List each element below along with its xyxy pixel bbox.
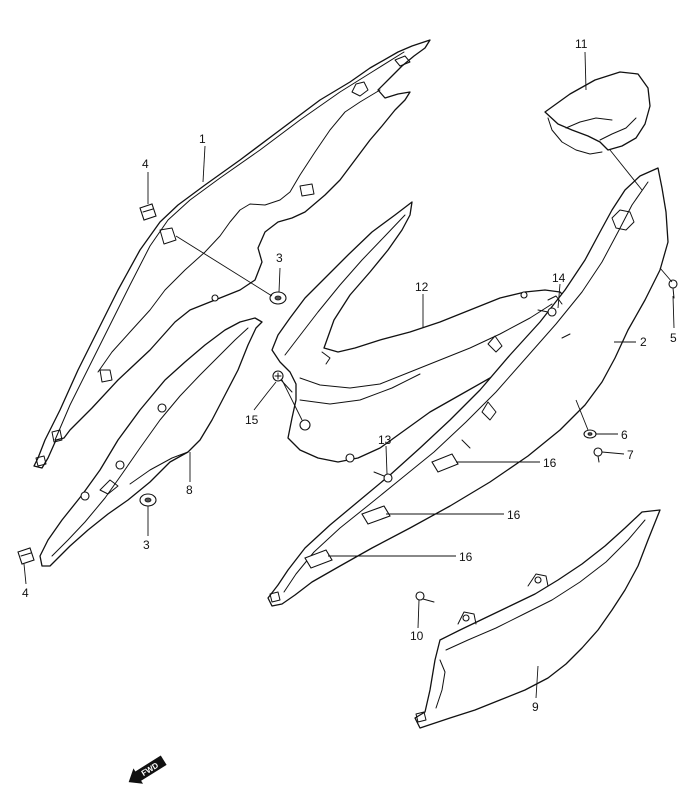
- part-11-tail-cap: [544, 71, 651, 155]
- callout-labels: 1 2 3 3 4 4 5 6 7 8 9 10 11 12 13 14 15 …: [22, 37, 677, 714]
- part-7-screw: [593, 447, 603, 463]
- callout-4-upper: 4: [142, 157, 149, 171]
- part-5-screw: [668, 279, 678, 299]
- callout-8: 8: [186, 483, 193, 497]
- callout-2: 2: [640, 335, 647, 349]
- callout-15: 15: [245, 413, 259, 427]
- callout-4-lower: 4: [22, 586, 29, 600]
- part-2-frame-cover: [267, 167, 669, 607]
- callout-11: 11: [575, 37, 588, 51]
- callout-16-middle: 16: [507, 508, 521, 522]
- part-4-clip-lower: [17, 547, 35, 565]
- part-3-grommet-lower: [139, 493, 157, 507]
- part-6-washer: [583, 429, 597, 439]
- part-16-pad-upper: [431, 453, 459, 473]
- callout-7: 7: [627, 448, 634, 462]
- part-14-screw: [537, 307, 557, 317]
- part-15-screw: [272, 370, 293, 393]
- part-13-screw: [373, 471, 393, 483]
- callout-14: 14: [552, 271, 566, 285]
- callout-6: 6: [621, 428, 628, 442]
- part-4-clip-upper: [139, 203, 157, 221]
- callout-10: 10: [410, 629, 424, 643]
- fwd-arrow-icon: FWD: [128, 755, 167, 784]
- callout-3-upper: 3: [276, 251, 283, 265]
- callout-16-lower: 16: [459, 550, 473, 564]
- callout-1: 1: [199, 132, 206, 146]
- callout-5: 5: [670, 331, 677, 345]
- part-3-grommet-upper: [269, 291, 287, 305]
- part-16-pad-lower: [304, 549, 333, 569]
- part-16-pad-middle: [361, 505, 391, 525]
- callout-9: 9: [532, 700, 539, 714]
- leader-lines: [23, 51, 675, 699]
- callout-12: 12: [415, 280, 429, 294]
- part-10-screw: [415, 591, 435, 603]
- callout-3-lower: 3: [143, 538, 150, 552]
- part-8-side-cover: [39, 317, 263, 567]
- callout-13: 13: [378, 433, 392, 447]
- callout-16-upper: 16: [543, 456, 557, 470]
- part-9-side-cover: [414, 509, 661, 729]
- part-1-frame-cover: [33, 39, 431, 469]
